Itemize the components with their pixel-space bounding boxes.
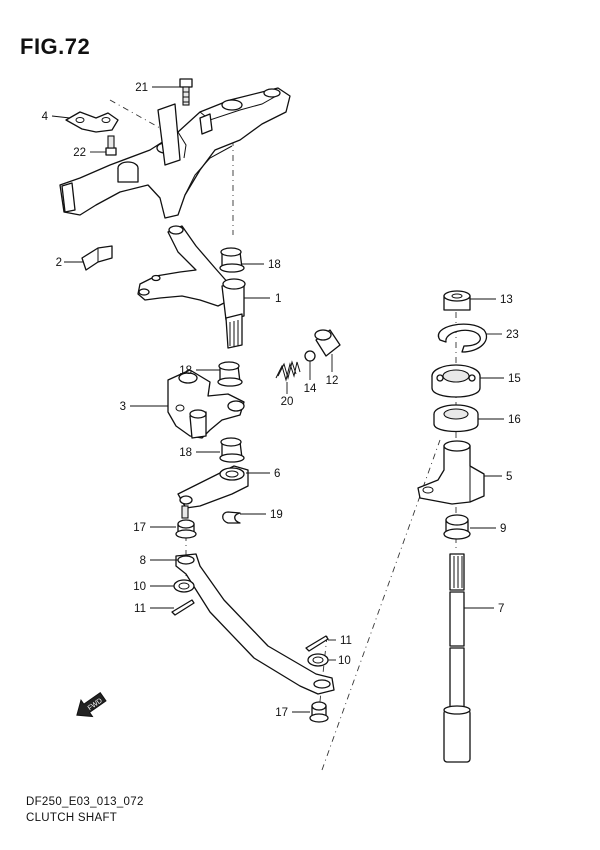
cam-holder-3 (167, 369, 245, 439)
fwd-direction-arrow: FWD (76, 692, 107, 718)
callout-label: 2 (56, 257, 62, 269)
callout-label: 4 (42, 111, 49, 123)
callout-7: 7 (464, 603, 504, 615)
callout-21: 21 (135, 82, 180, 94)
callout-15: 15 (480, 373, 521, 385)
callout-label: 18 (268, 259, 281, 271)
fwd-label: FWD (87, 697, 104, 712)
callout-18c: 18 (179, 447, 220, 459)
circlip-23 (437, 323, 488, 353)
callout-2: 2 (56, 257, 84, 269)
callout-label: 18 (179, 365, 192, 377)
callout-label: 8 (140, 555, 146, 567)
circlip-19 (222, 511, 241, 524)
callout-10a: 10 (133, 581, 174, 593)
callout-label: 10 (133, 581, 146, 593)
plug-13 (443, 290, 471, 311)
callout-label: 14 (304, 383, 317, 395)
callout-18b: 18 (179, 365, 220, 377)
callout-label: 20 (281, 396, 294, 408)
callout-18a: 18 (242, 259, 281, 271)
callout-label: 22 (73, 147, 86, 159)
callout-label: 7 (498, 603, 504, 615)
callout-label: 13 (500, 294, 513, 306)
callout-label: 15 (508, 373, 521, 385)
cotter-pin-11-right (305, 635, 329, 652)
callout-11a: 11 (134, 603, 174, 615)
callout-12: 12 (326, 354, 339, 387)
callout-label: 11 (134, 603, 146, 615)
figure-caption: CLUTCH SHAFT (26, 812, 118, 824)
arm-6 (177, 465, 249, 519)
bushing-18-lower (219, 437, 245, 463)
washer-10-right (307, 653, 329, 667)
callout-1: 1 (244, 293, 281, 305)
callout-label: 18 (179, 447, 192, 459)
callout-label: 17 (133, 522, 146, 534)
callout-label: 1 (275, 293, 281, 305)
callout-16: 16 (478, 414, 521, 426)
callout-label: 17 (275, 707, 288, 719)
ball-14 (304, 350, 316, 362)
callout-label: 6 (274, 468, 280, 480)
callout-17b: 17 (275, 707, 310, 719)
spring-20 (275, 360, 301, 382)
bushing-17-lower (309, 701, 329, 723)
clip-2 (81, 245, 113, 271)
seal-16 (433, 404, 479, 433)
callout-3: 3 (120, 401, 168, 413)
callout-label: 5 (506, 471, 512, 483)
callout-13: 13 (470, 294, 513, 306)
callout-22: 22 (73, 147, 106, 159)
plate-4 (65, 111, 119, 133)
sleeve-12 (314, 329, 341, 357)
callout-label: 23 (506, 329, 519, 341)
bushing-17-upper (175, 519, 197, 539)
washer-10-left (173, 579, 195, 593)
bolt-22 (105, 135, 117, 156)
callout-label: 12 (326, 375, 339, 387)
callout-label: 11 (340, 635, 352, 647)
callout-label: 3 (120, 401, 126, 413)
callout-label: 10 (338, 655, 351, 667)
callout-17a: 17 (133, 522, 176, 534)
callout-10b: 10 (328, 655, 351, 667)
callout-5: 5 (484, 471, 512, 483)
callout-23: 23 (486, 329, 519, 341)
clutch-bracket (59, 87, 291, 219)
callout-19: 19 (240, 509, 283, 521)
callout-label: 16 (508, 414, 521, 426)
callout-9: 9 (470, 523, 506, 535)
housing-5 (417, 440, 485, 505)
callout-14: 14 (304, 361, 317, 395)
callout-label: 19 (270, 509, 283, 521)
shift-lever-1 (137, 225, 246, 349)
bushing-9 (443, 514, 471, 540)
figure-title: FIG.72 (20, 34, 91, 59)
bushing-18-upper (219, 247, 245, 273)
model-code: DF250_E03_013_072 (26, 796, 144, 808)
bearing-15 (431, 364, 481, 398)
bushing-18-middle (217, 361, 243, 387)
callout-4: 4 (42, 111, 71, 123)
link-rod-8 (175, 553, 335, 695)
cotter-pin-11-left (171, 599, 195, 616)
callout-label: 21 (135, 82, 148, 94)
callout-6: 6 (246, 468, 280, 480)
callout-label: 9 (500, 523, 506, 535)
callout-11b: 11 (328, 635, 352, 647)
callout-20: 20 (281, 382, 294, 408)
callout-8: 8 (140, 555, 178, 567)
clutch-shaft-7 (443, 553, 471, 763)
bolt-21 (179, 78, 193, 106)
